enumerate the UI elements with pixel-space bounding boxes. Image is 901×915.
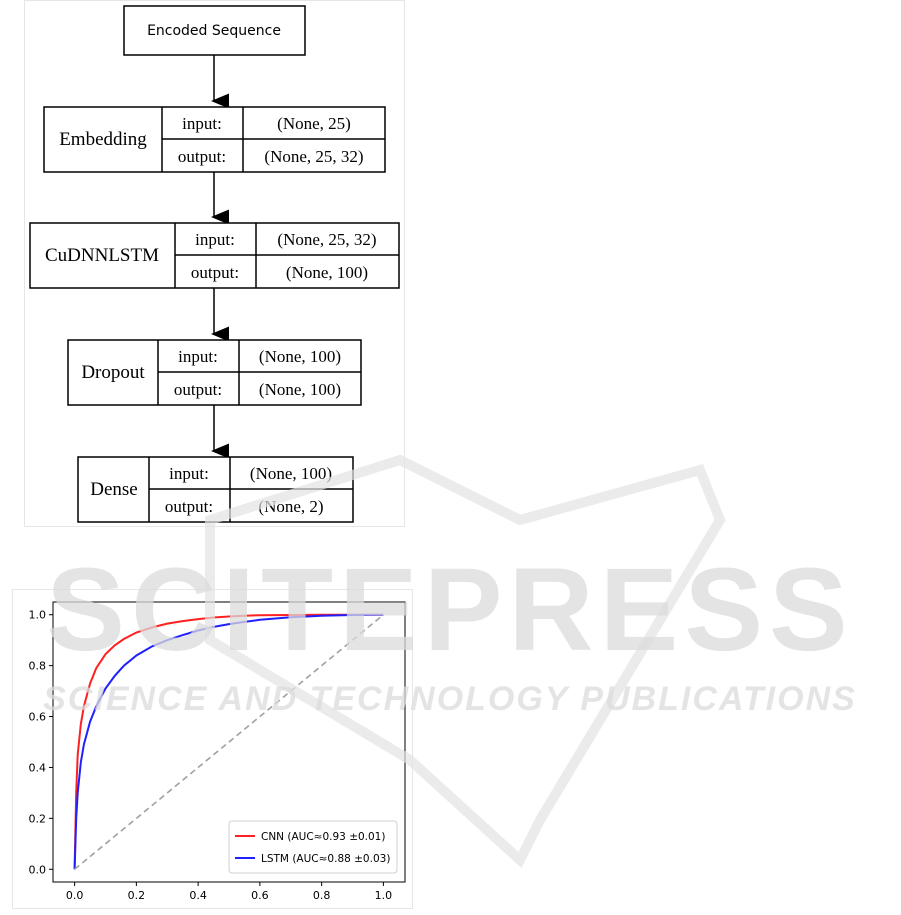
y-tick-label: 0.4 xyxy=(29,761,47,774)
input-node-label: Encoded Sequence xyxy=(147,23,281,39)
output-label: output: xyxy=(174,380,222,399)
roc-chart-panel: 0.0 0.2 0.4 0.6 0.8 1.0 0.0 0.2 0.4 0.6 0.8 1.0 CNN… xyxy=(12,589,413,909)
input-label: input: xyxy=(195,230,235,249)
output-label: output: xyxy=(178,147,226,166)
input-shape: (None, 100) xyxy=(250,464,332,483)
x-tick-label: 0.4 xyxy=(189,889,207,902)
output-shape: (None, 100) xyxy=(286,263,368,282)
y-tick-label: 0.8 xyxy=(29,660,47,673)
y-tick-label: 1.0 xyxy=(29,609,47,622)
x-tick-label: 0.0 xyxy=(66,889,84,902)
output-label: output: xyxy=(165,497,213,516)
input-shape: (None, 100) xyxy=(259,347,341,366)
input-shape: (None, 25, 32) xyxy=(277,230,376,249)
y-tick-label: 0.6 xyxy=(29,711,47,724)
x-tick-label: 0.8 xyxy=(313,889,331,902)
input-label: input: xyxy=(169,464,209,483)
legend-label: LSTM (AUC≈0.88 ±0.03) xyxy=(261,853,390,865)
input-label: input: xyxy=(178,347,218,366)
layer-dropout: Dropout input: output: (None, 100) (None… xyxy=(67,339,362,406)
y-tick-label: 0.0 xyxy=(29,863,47,876)
output-shape: (None, 100) xyxy=(259,380,341,399)
legend-label: CNN (AUC≈0.93 ±0.01) xyxy=(261,831,385,843)
chart-legend: CNN (AUC≈0.93 ±0.01) LSTM (AUC≈0.88 ±0.03… xyxy=(228,820,398,874)
x-tick-label: 0.2 xyxy=(128,889,146,902)
layer-name: Dense xyxy=(90,479,137,500)
legend-box xyxy=(228,820,398,874)
input-shape: (None, 25) xyxy=(277,114,351,133)
layer-cudnnlstm: CuDNNLSTM input: output: (None, 25, 32) … xyxy=(29,222,400,289)
output-label: output: xyxy=(191,263,239,282)
layer-name: CuDNNLSTM xyxy=(45,245,159,266)
layer-dense: Dense input: output: (None, 100) (None, … xyxy=(77,456,354,523)
layer-name: Embedding xyxy=(59,129,147,150)
layer-name: Dropout xyxy=(81,362,145,383)
model-architecture-diagram: Encoded Sequence Embedding input: output… xyxy=(29,5,400,523)
layer-embedding: Embedding input: output: (None, 25) (Non… xyxy=(43,106,386,173)
x-tick-label: 0.6 xyxy=(251,889,269,902)
y-tick-label: 0.2 xyxy=(29,812,47,825)
x-tick-label: 1.0 xyxy=(375,889,393,902)
output-shape: (None, 25, 32) xyxy=(264,147,363,166)
roc-curve-chart: 0.0 0.2 0.4 0.6 0.8 1.0 0.0 0.2 0.4 0.6 0.8 1.0 CNN… xyxy=(29,601,406,902)
input-label: input: xyxy=(182,114,222,133)
model-diagram-panel: Encoded Sequence Embedding input: output… xyxy=(24,0,405,527)
output-shape: (None, 2) xyxy=(258,497,323,516)
